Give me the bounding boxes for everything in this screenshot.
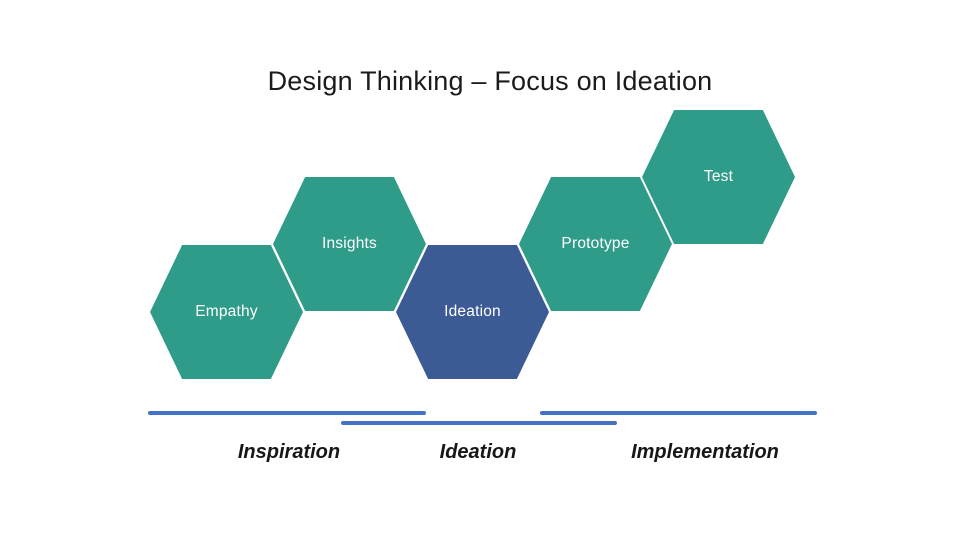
implementation-phase-label: Implementation [631,441,779,463]
hexagon-empathy-label: Empathy [195,303,258,320]
ideation-phase-line [341,421,617,425]
ideation-phase-label: Ideation [439,441,517,463]
hexagon-test: Test [642,110,795,244]
implementation-phase-line [540,411,817,415]
hexagon-prototype-label: Prototype [561,235,630,252]
slide-title: Design Thinking – Focus on Ideation [267,66,713,96]
hexagon-empathy: Empathy [150,245,303,379]
hexagon-ideation-label: Ideation [444,303,501,320]
hexagon-ideation: Ideation [396,245,549,379]
hexagon-prototype: Prototype [519,177,672,311]
inspiration-phase-line [148,411,426,415]
hexagon-insights: Insights [273,177,426,311]
hexagon-test-label: Test [703,168,734,185]
inspiration-phase-label: Inspiration [237,441,341,463]
hexagon-insights-label: Insights [321,235,378,252]
